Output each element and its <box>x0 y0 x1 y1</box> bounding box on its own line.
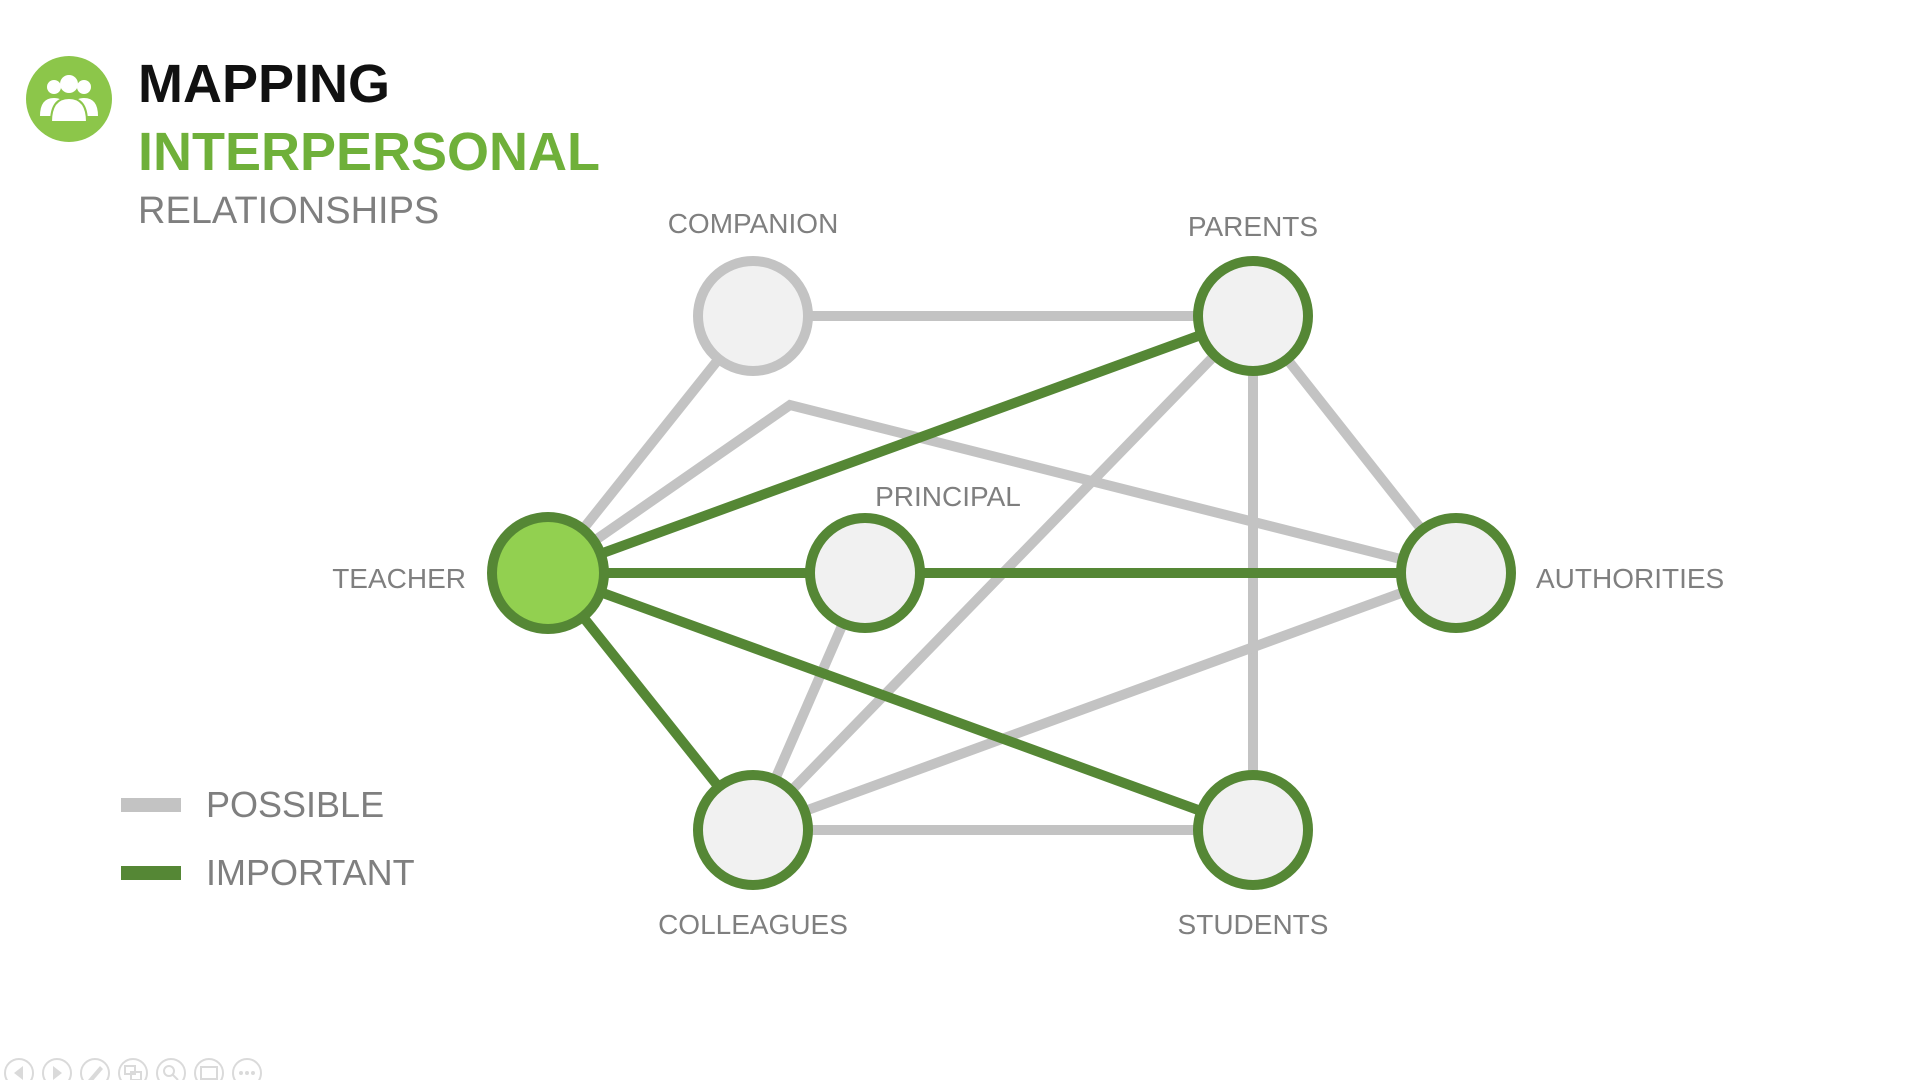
legend-important-swatch <box>121 866 181 880</box>
node-students-circle <box>1193 770 1313 890</box>
node-principal-label: PRINCIPAL <box>875 481 1021 512</box>
node-students-label: STUDENTS <box>1178 909 1329 940</box>
node-colleagues-label: COLLEAGUES <box>658 909 848 940</box>
pen-icon[interactable] <box>80 1058 110 1080</box>
presentation-controls <box>4 1058 262 1080</box>
node-teacher-circle <box>487 512 609 634</box>
node-parents-label: PARENTS <box>1188 211 1318 242</box>
node-parents[interactable]: PARENTS <box>1188 211 1318 376</box>
node-parents-circle <box>1193 256 1313 376</box>
subtitles-icon[interactable] <box>194 1058 224 1080</box>
legend: POSSIBLE IMPORTANT <box>121 784 415 893</box>
node-teacher[interactable]: TEACHER <box>332 512 609 634</box>
edge-colleagues-authorities <box>751 568 1458 835</box>
node-companion-circle <box>693 256 813 376</box>
node-students[interactable]: STUDENTS <box>1178 770 1329 940</box>
node-principal[interactable]: PRINCIPAL <box>805 481 1021 633</box>
edge-teacher-students <box>546 568 1255 835</box>
node-authorities-label: AUTHORITIES <box>1536 563 1724 594</box>
legend-possible-label: POSSIBLE <box>206 784 384 825</box>
relationship-edges <box>544 311 1460 835</box>
node-companion[interactable]: COMPANION <box>668 208 839 376</box>
edge-teacher-authorities <box>545 399 1458 578</box>
edge-teacher-parents <box>546 311 1255 578</box>
node-principal-circle <box>805 513 925 633</box>
node-teacher-label: TEACHER <box>332 563 466 594</box>
title-line-relationships: RELATIONSHIPS <box>138 190 439 232</box>
node-authorities-circle <box>1396 513 1516 633</box>
node-companion-label: COMPANION <box>668 208 839 239</box>
title-line-interpersonal: INTERPERSONAL <box>138 122 600 182</box>
previous-slide-icon[interactable] <box>4 1058 34 1080</box>
legend-possible-swatch <box>121 798 181 812</box>
header: MAPPING INTERPERSONAL RELATIONSHIPS <box>26 54 600 232</box>
title-line-mapping: MAPPING <box>138 54 390 114</box>
people-group-icon <box>26 56 112 142</box>
zoom-icon[interactable] <box>156 1058 186 1080</box>
node-colleagues-circle <box>693 770 813 890</box>
slides-icon[interactable] <box>118 1058 148 1080</box>
node-authorities[interactable]: AUTHORITIES <box>1396 513 1724 633</box>
node-colleagues[interactable]: COLLEAGUES <box>658 770 848 940</box>
more-options-icon[interactable] <box>232 1058 262 1080</box>
legend-important-label: IMPORTANT <box>206 852 415 893</box>
next-slide-icon[interactable] <box>42 1058 72 1080</box>
